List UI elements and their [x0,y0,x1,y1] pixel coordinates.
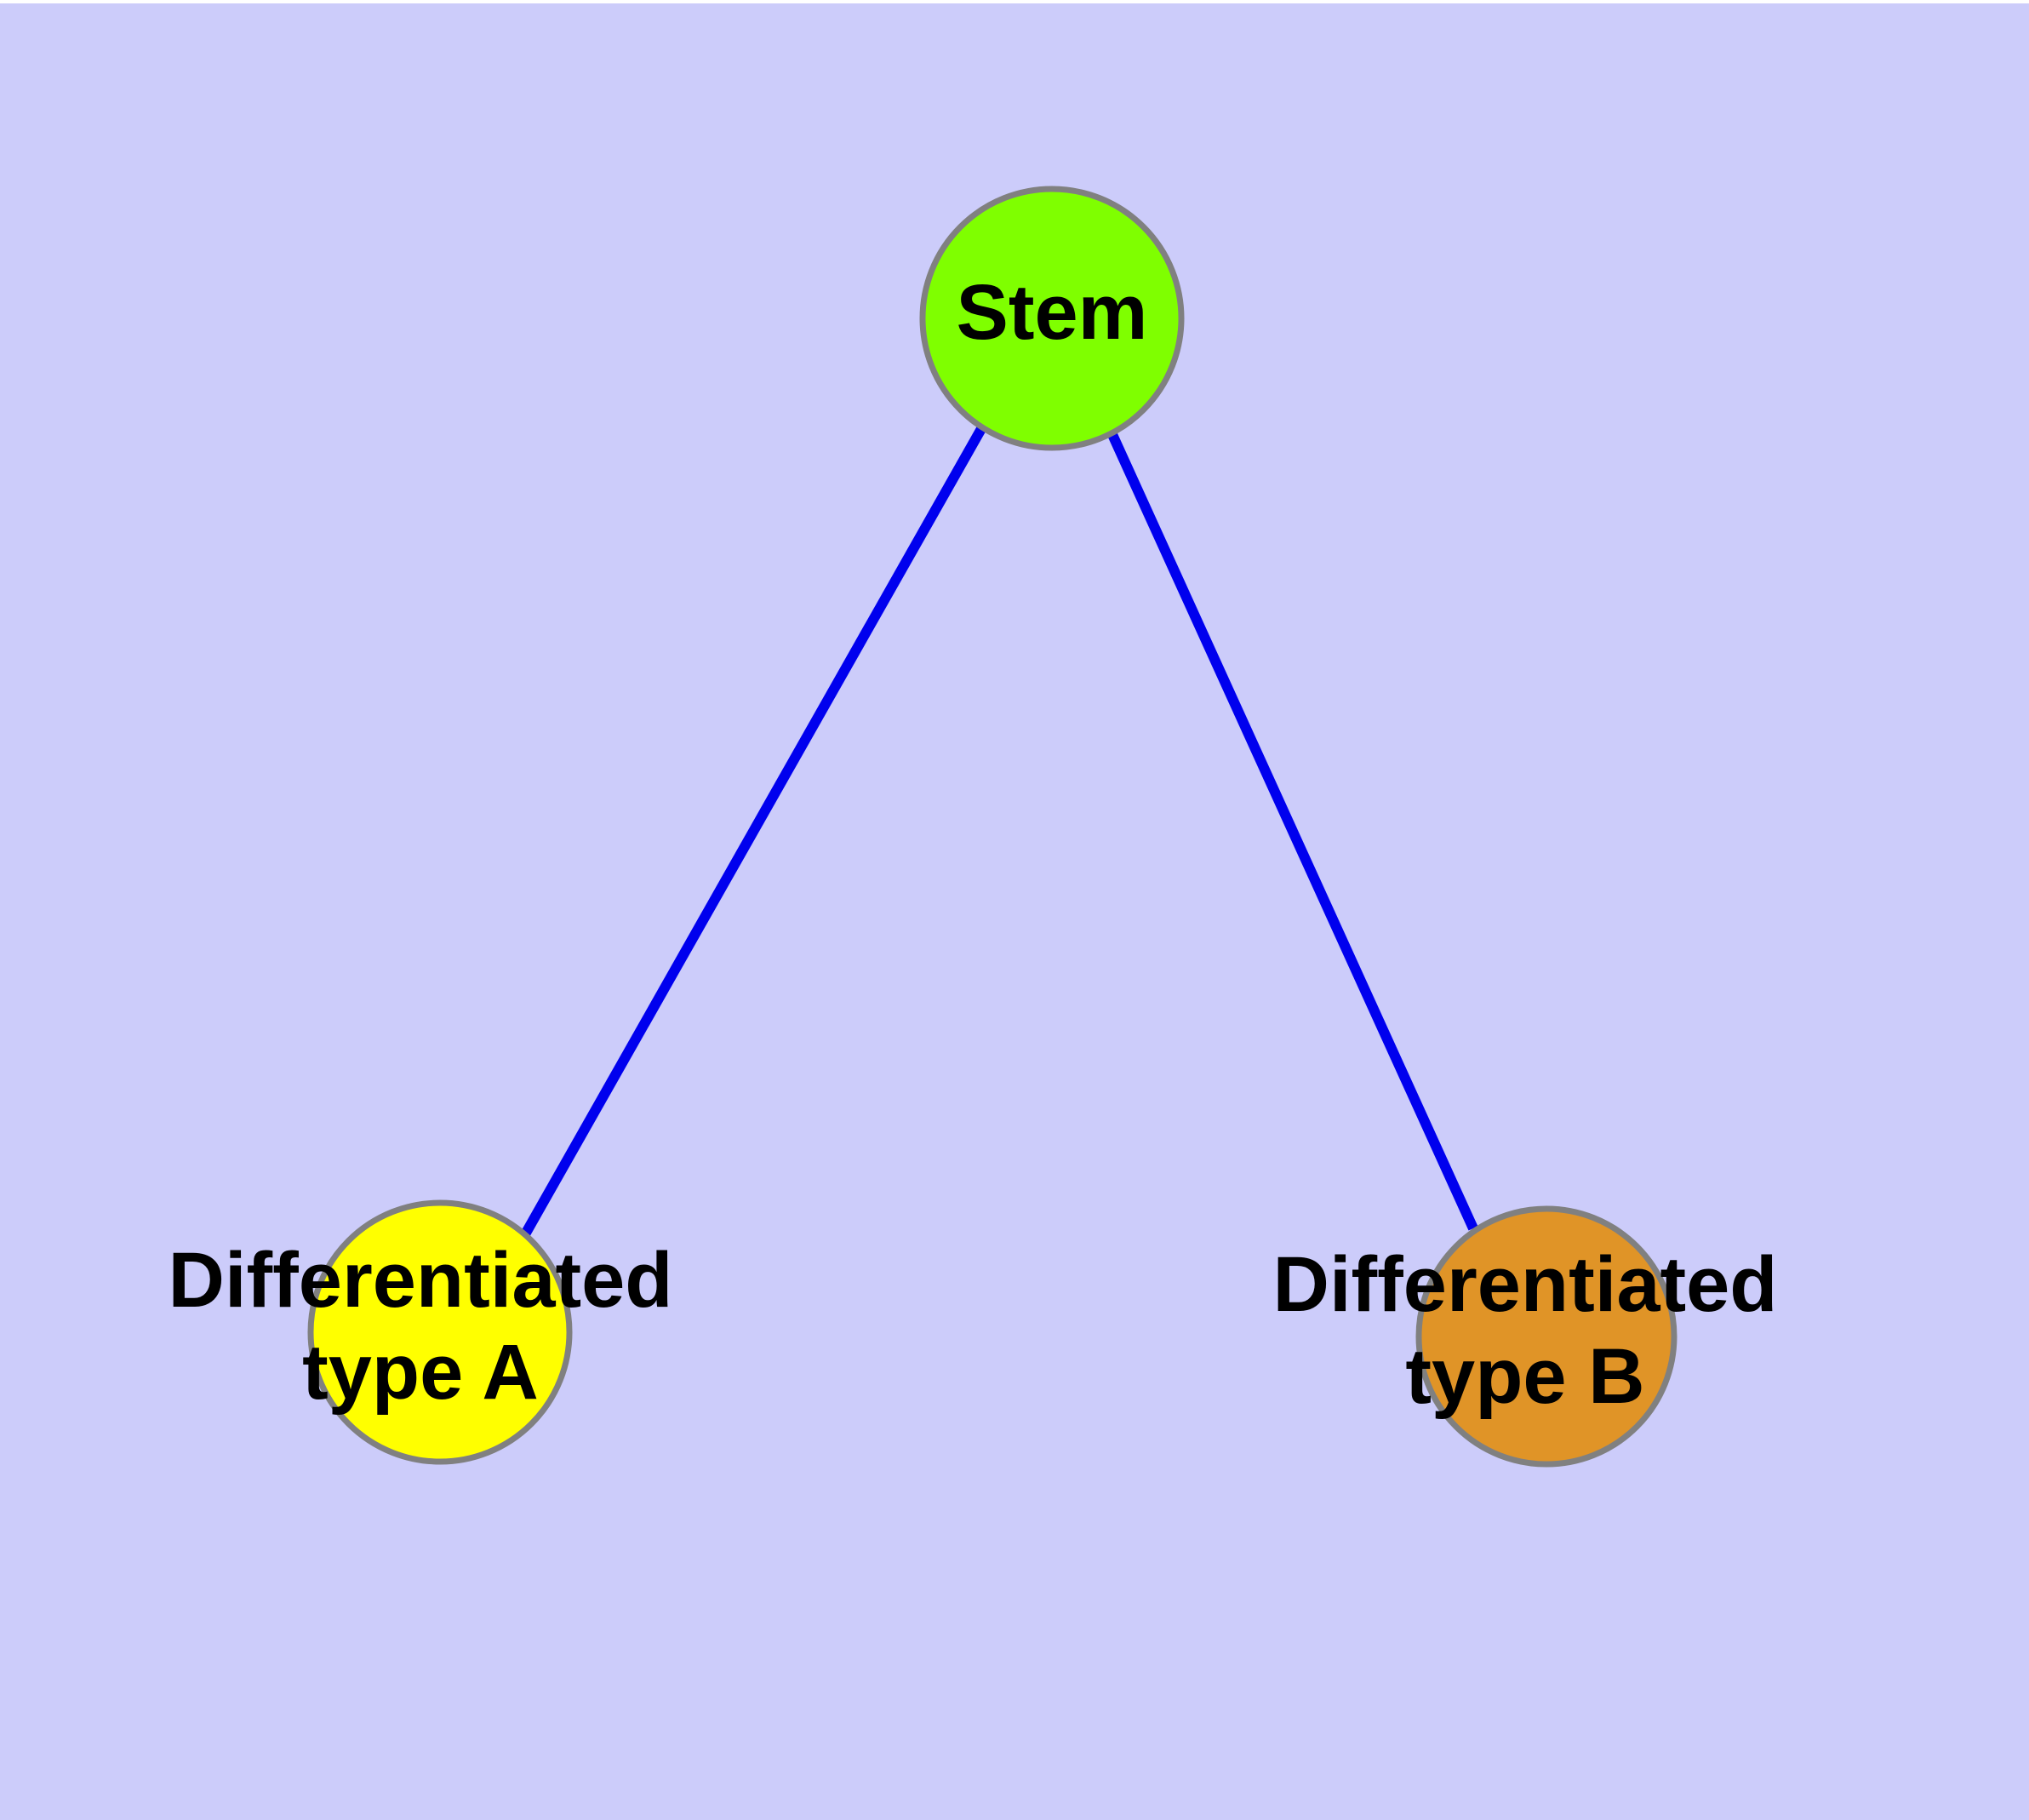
node-differentiated-type-a-circle[interactable] [307,1199,573,1465]
node-differentiated-type-b-circle[interactable] [1415,1205,1677,1468]
node-label-line: Stem [957,269,1148,356]
node-stem-circle[interactable] [919,186,1185,451]
edge-layer [520,425,1478,1237]
node-label-line: type A [302,1329,539,1416]
edge-stem-to-differentiated-type-a[interactable] [520,425,987,1237]
edge-stem-to-differentiated-type-b[interactable] [1106,428,1478,1231]
node-stem[interactable]: Stem [919,186,1185,451]
node-label-line: Differentiated [169,1237,673,1324]
node-stem-label: Stem [957,269,1148,356]
node-label-line: type B [1405,1333,1644,1420]
node-label-line: Differentiated [1273,1241,1778,1328]
